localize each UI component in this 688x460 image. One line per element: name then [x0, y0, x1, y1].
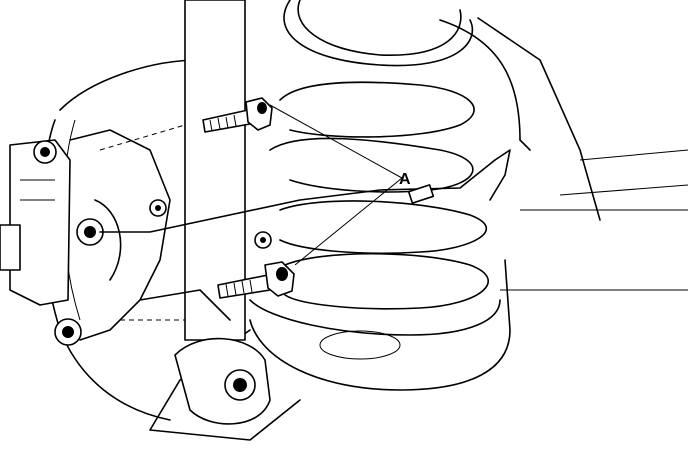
brake-hose: [99, 149, 511, 233]
alignment-lines: [99, 124, 186, 321]
nut-caliper-upper: [33, 140, 57, 164]
nut-knuckle: [149, 199, 167, 217]
callout-a: A: [269, 104, 411, 266]
nut-hub: [76, 218, 104, 246]
body-panel: [439, 17, 688, 291]
brake-caliper: [0, 139, 71, 306]
lower-mount: [174, 337, 271, 425]
upper-mounting-bolt: [202, 97, 273, 133]
callout-label-a: A: [399, 171, 411, 188]
lower-mounting-bolt: [217, 261, 295, 299]
nut-spring-left: [254, 231, 272, 249]
coil-spring: [249, 0, 501, 336]
nut-caliper-lower: [54, 318, 82, 346]
